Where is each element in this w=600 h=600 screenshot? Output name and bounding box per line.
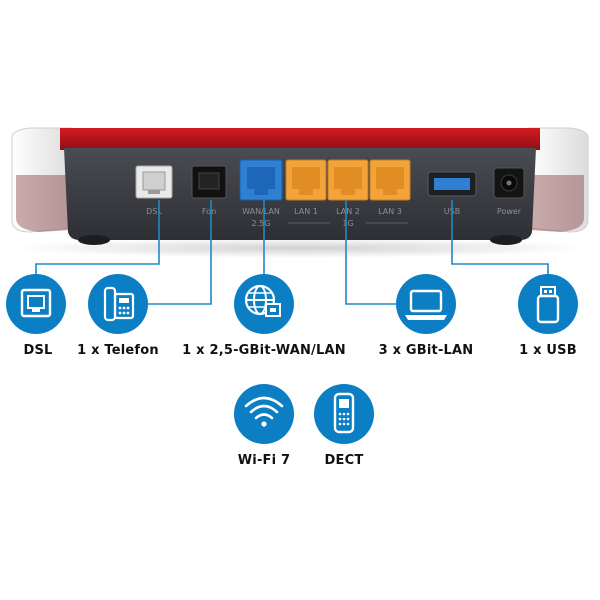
port-label-speed-25: 2.5G (252, 219, 271, 228)
ethernet-port-icon (6, 274, 66, 334)
dsl-port (135, 165, 173, 199)
connector-usb (451, 200, 549, 278)
feature-label-gbit-lan: 3 x GBit-LAN (378, 343, 474, 358)
port-label-fon: Fon (202, 207, 216, 216)
feature-label-telefon: 1 x Telefon (77, 343, 159, 358)
feature-label-usb: 1 x USB (519, 343, 577, 358)
usb-stick-icon (518, 274, 578, 334)
port-label-lan1: LAN 1 (294, 207, 318, 216)
feature-label-dect: DECT (324, 453, 364, 468)
router-shadow (10, 238, 590, 258)
router-left-cap (11, 127, 73, 233)
lan1-port (285, 159, 327, 201)
laptop-icon (396, 274, 456, 334)
port-label-wan-lan: WAN/LAN (242, 207, 280, 216)
feature-label-dsl: DSL (23, 343, 53, 358)
port-label-lan2: LAN 2 (336, 207, 360, 216)
port-label-lan3: LAN 3 (378, 207, 402, 216)
telephone-icon (88, 274, 148, 334)
port-label-power: Power (497, 207, 522, 216)
dect-handset-icon (314, 384, 374, 444)
feature-label-wifi: Wi-Fi 7 (237, 453, 291, 468)
power-socket (493, 167, 525, 199)
router-right-cap (527, 127, 589, 233)
lan2-port (327, 159, 369, 201)
fon-port (191, 165, 227, 199)
connector-telefon (145, 200, 212, 305)
connector-dsl (35, 200, 160, 278)
feature-label-wan-lan: 1 x 2,5-GBit-WAN/LAN (182, 343, 346, 358)
connector-gbit-lan (345, 200, 396, 305)
router-red-top (60, 128, 540, 150)
router-foot-right (490, 235, 522, 245)
globe-network-icon (234, 274, 294, 334)
usb-port (427, 171, 477, 197)
router-foot-left (78, 235, 110, 245)
connector-lines (35, 200, 549, 305)
port-label-dsl: DSL (146, 207, 162, 216)
wifi-icon (234, 384, 294, 444)
lan3-port (369, 159, 411, 201)
port-label-speed-1g: 1G (342, 219, 353, 228)
wan-lan-port (239, 159, 283, 201)
